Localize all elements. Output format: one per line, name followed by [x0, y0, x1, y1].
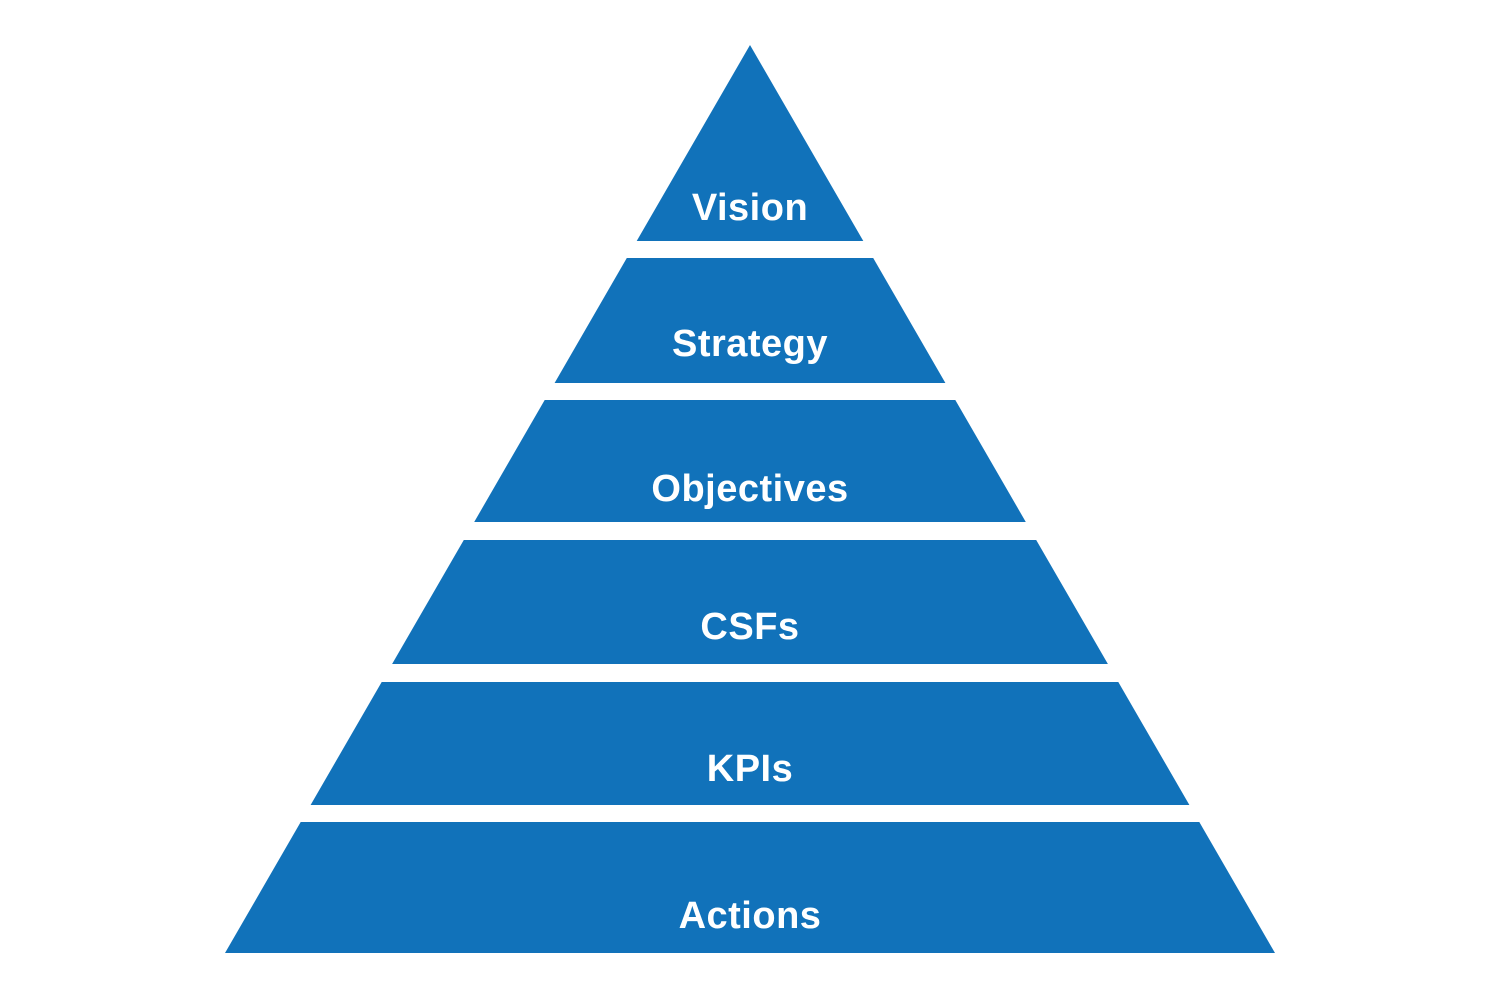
pyramid-level-objectives [474, 400, 1026, 522]
pyramid-level-strategy [554, 258, 946, 383]
pyramid-label-kpis: KPIs [707, 748, 793, 790]
pyramid-label-actions: Actions [679, 895, 822, 937]
pyramid-label-objectives: Objectives [651, 468, 848, 510]
pyramid-level-actions [225, 822, 1275, 953]
pyramid-level-csfs [392, 540, 1108, 664]
pyramid-level-kpis [310, 682, 1190, 805]
pyramid-label-strategy: Strategy [672, 323, 828, 365]
pyramid-label-csfs: CSFs [700, 606, 799, 648]
pyramid-level-vision [636, 45, 864, 241]
pyramid-label-vision: Vision [692, 187, 808, 229]
